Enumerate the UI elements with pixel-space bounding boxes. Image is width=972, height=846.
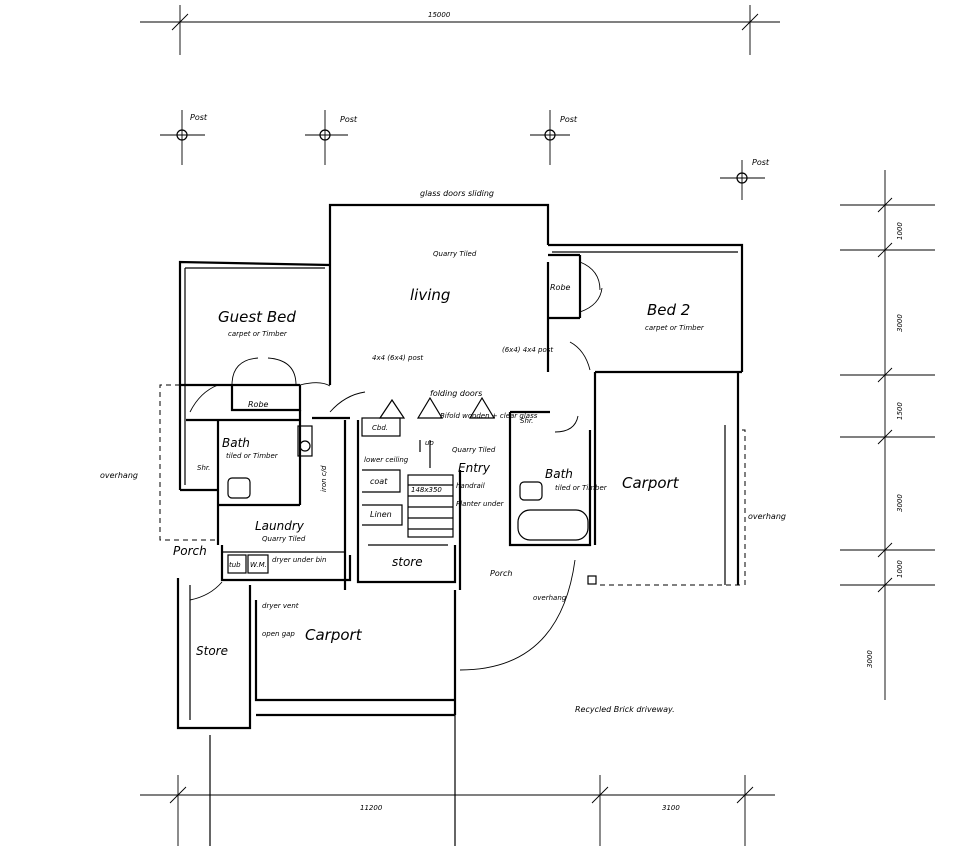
post-4: Post	[720, 158, 770, 200]
glass-doors-note: glass doors sliding	[420, 189, 494, 198]
size-note: 148x350	[411, 486, 442, 494]
coat-label: coat	[370, 477, 388, 486]
door-swings	[189, 261, 603, 671]
bifold-note: Bifold wooden + clear glass	[440, 412, 538, 420]
overhang-right-note: overhang	[748, 512, 786, 521]
store-left-label: Store	[196, 644, 228, 658]
bottom-dimension-right: 3100	[662, 804, 680, 812]
bottom-dimension: 11200 3100	[140, 775, 775, 846]
right-dim-3: 1500	[896, 402, 904, 420]
right-dim-2: 3000	[896, 314, 904, 332]
bath-right-label: Bath	[545, 467, 573, 481]
folding-doors-note: folding doors	[430, 389, 482, 398]
overhangs	[159, 384, 746, 712]
dryer-label: dryer under bin	[272, 556, 326, 564]
entry-label: Entry	[458, 461, 491, 475]
handrail-note: handrail	[456, 482, 485, 490]
guest-bed-label: Guest Bed	[218, 308, 296, 326]
laundry-finish: Quarry Tiled	[262, 535, 306, 543]
guest-bed-finish: carpet or Timber	[228, 330, 288, 338]
laundry-label: Laundry	[255, 519, 305, 533]
post-label-2: Post	[340, 115, 358, 124]
walls	[176, 203, 744, 846]
bath-left-label: Bath	[222, 436, 250, 450]
shr-right-label: Shr.	[520, 417, 533, 425]
robe-left-label: Robe	[248, 400, 269, 409]
lower-ceiling-note: lower ceiling	[364, 456, 409, 464]
carport-bottom-label: Carport	[305, 626, 363, 644]
cbd-label: Cbd.	[372, 424, 388, 432]
open-gap-note: open gap	[262, 630, 295, 638]
iron-label: iron c/d	[320, 465, 328, 492]
right-dim-6: 3000	[866, 650, 874, 668]
post-label-3: Post	[560, 115, 578, 124]
bath-left-finish: tiled or Timber	[226, 452, 279, 460]
right-dimension: 1000 3000 1500 3000 1000 3000	[840, 170, 935, 700]
porch-left-label: Porch	[173, 544, 207, 558]
top-dimension: 15000	[140, 5, 780, 55]
annotations: glass doors sliding 4x4 (6x4) post (6x4)…	[100, 189, 786, 714]
entry-finish: Quarry Tiled	[452, 446, 496, 454]
right-dim-1: 1000	[896, 222, 904, 240]
right-dim-5: 1000	[896, 560, 904, 578]
store-mid-label: store	[392, 555, 423, 569]
overhang-left-note: overhang	[100, 471, 138, 480]
room-labels: living Quarry Tiled Guest Bed carpet or …	[173, 250, 705, 658]
right-dim-4: 3000	[896, 494, 904, 512]
planter-note: Planter under	[456, 500, 505, 508]
top-dimension-label: 15000	[428, 11, 451, 19]
up-note: up	[425, 439, 434, 447]
porch-right-label: Porch	[490, 569, 512, 578]
post-right-note: (6x4) 4x4 post	[502, 346, 553, 354]
linen-label: Linen	[370, 510, 392, 519]
robe-right-label: Robe	[550, 283, 571, 292]
bath-right-finish: tiled or Timber	[555, 484, 608, 492]
driveway-note: Recycled Brick driveway.	[575, 705, 675, 714]
post-left-note: 4x4 (6x4) post	[372, 354, 423, 362]
post-label-4: Post	[752, 158, 770, 167]
bed2-finish: carpet or Timber	[645, 324, 705, 332]
tub-label: tub	[229, 561, 241, 569]
bed2-label: Bed 2	[647, 301, 690, 319]
post-1: Post	[160, 110, 208, 165]
shr-left-label: Shr.	[197, 464, 210, 472]
dryer-vent-note: dryer vent	[262, 602, 299, 610]
wm-label: W.M.	[250, 561, 267, 569]
bottom-dimension-left: 11200	[360, 804, 383, 812]
overhang-porch-note: overhang	[533, 594, 567, 602]
post-label-1: Post	[190, 113, 208, 122]
carport-right-label: Carport	[622, 474, 680, 492]
living-finish: Quarry Tiled	[433, 250, 477, 258]
post-2: Post	[305, 110, 358, 165]
post-markers: Post Post Post Post	[160, 110, 770, 200]
post-3: Post	[530, 110, 578, 165]
living-label: living	[410, 286, 450, 304]
